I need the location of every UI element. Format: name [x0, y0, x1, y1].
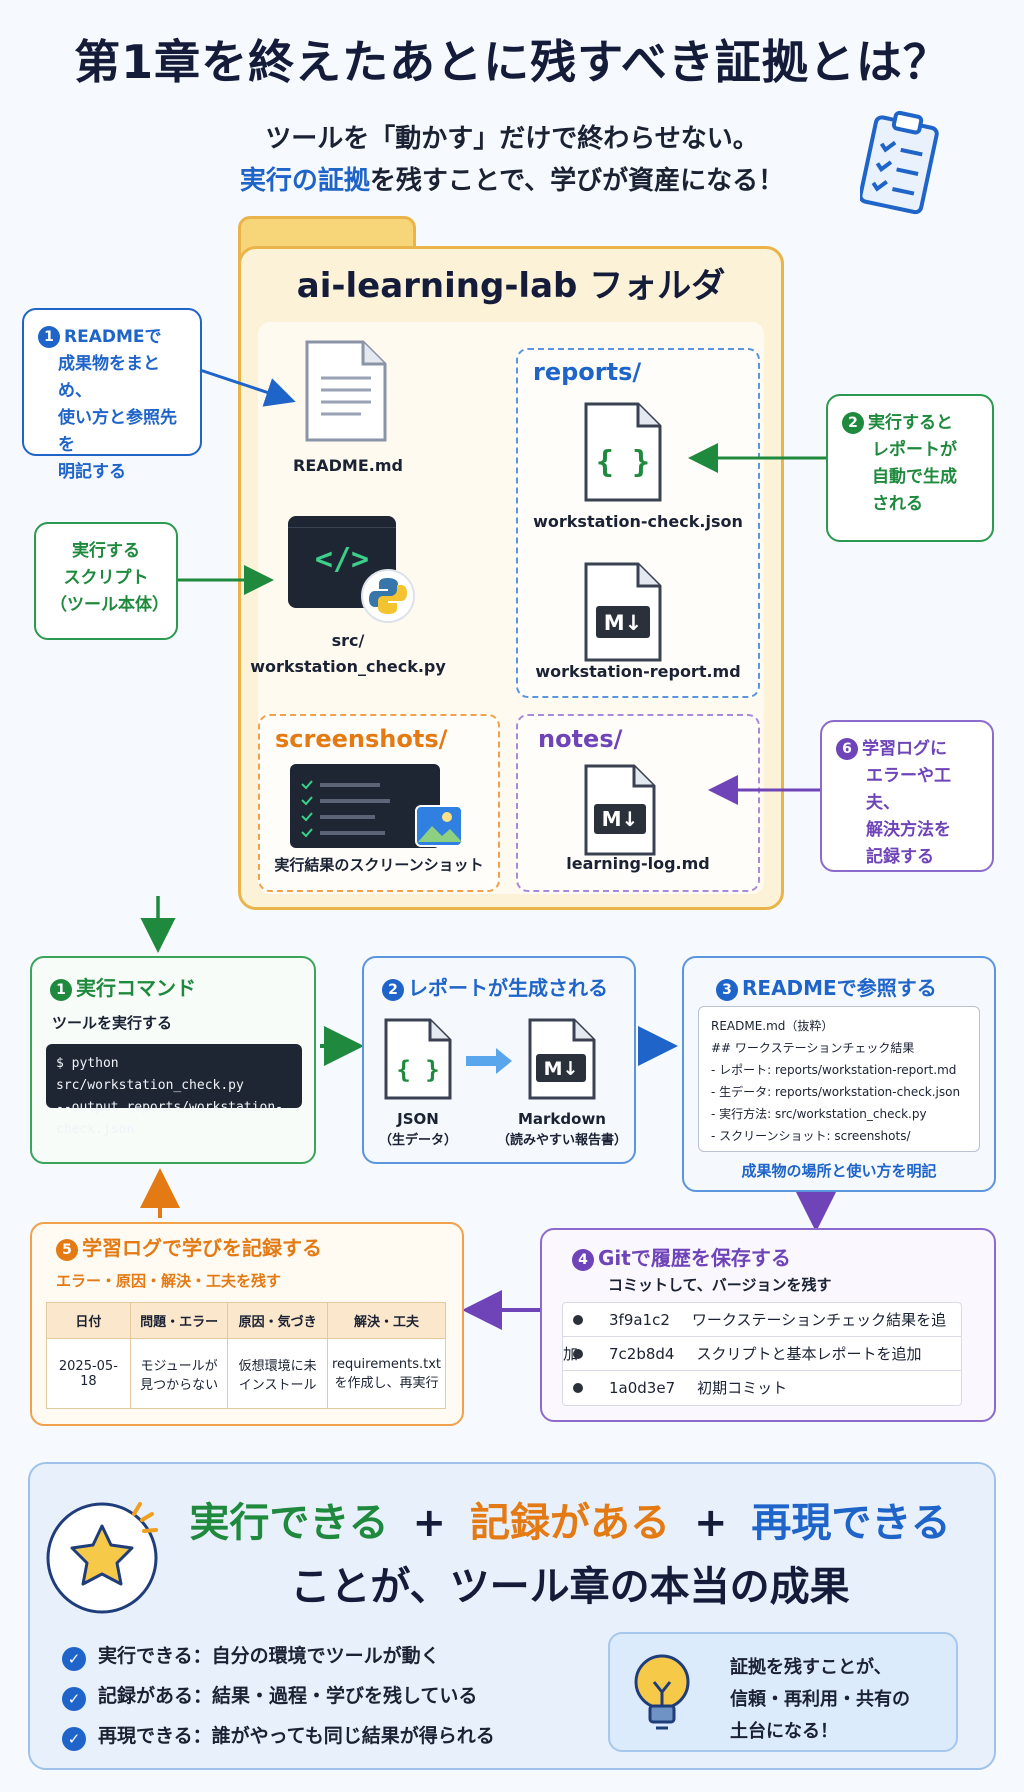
subtitle: ツールを「動かす」だけで終わらせない。: [265, 124, 759, 154]
check-icon: ✓: [62, 1647, 86, 1671]
connector-arrows: [140, 368, 836, 1330]
readme-file-icon: [305, 340, 387, 442]
json-glyph: { }: [596, 445, 650, 480]
reports-md-label: workstation-report.md: [535, 662, 741, 681]
code-glyph: </>: [314, 542, 370, 577]
command-line-2: --output reports/workstation-check.json: [56, 1100, 283, 1137]
folder-title: ai-learning-lab フォルダ: [296, 266, 726, 306]
image-icon: [415, 805, 463, 847]
step4-desc: コミットして、バージョンを残す: [608, 1276, 832, 1294]
svg-text:M↓: M↓: [602, 807, 639, 831]
page-title: 第1章を終えたあとに残すべき証拠とは？: [74, 35, 950, 89]
step2-md-label: Markdown（読みやすい報告書）: [496, 1110, 627, 1148]
step2-json-icon: { }: [384, 1018, 452, 1100]
svg-text:{ }: { }: [396, 1056, 439, 1084]
learning-log-table: 日付 問題・エラー 原因・気づき 解決・工夫 2025-05-18 モジュールが…: [46, 1302, 447, 1409]
command-terminal: $ python src/workstation_check.py --outp…: [46, 1044, 302, 1137]
src-file-label: src/workstation_check.py: [250, 631, 446, 676]
step2-md-icon: M↓: [528, 1018, 596, 1100]
summary-subheadline: ことが、ツール章の本当の成果: [290, 1564, 850, 1610]
table-header: 解決・工夫: [326, 1302, 447, 1339]
subtitle-highlight: 実行の証拠: [239, 166, 370, 196]
check-item: ✓実行できる：自分の環境でツールが動く: [62, 1636, 495, 1676]
check-item: ✓再現できる：誰がやっても同じ結果が得られる: [62, 1716, 495, 1756]
table-cell: 仮想環境に未インストール: [227, 1338, 328, 1409]
step5-desc: エラー・原因・解決・工夫を残す: [56, 1272, 282, 1290]
table-cell: 2025-05-18: [46, 1338, 131, 1409]
subtitle-2: 実行の証拠を残すことで、学びが資産になる！: [0, 160, 1024, 197]
md-file-icon: M↓: [584, 562, 662, 662]
json-file-icon: { }: [584, 402, 662, 502]
table-header: 問題・エラー: [129, 1302, 229, 1339]
check-icon: ✓: [62, 1687, 86, 1711]
notes-label: notes/: [538, 725, 623, 753]
check-item: ✓記録がある：結果・過程・学びを残している: [62, 1676, 495, 1716]
notes-file-label: learning-log.md: [566, 854, 710, 873]
summary-checklist: ✓実行できる：自分の環境でツールが動く ✓記録がある：結果・過程・学びを残してい…: [62, 1636, 495, 1756]
md-glyph: M↓: [604, 611, 643, 635]
learning-log-file-icon: M↓: [584, 764, 656, 856]
reports-label: reports/: [533, 358, 642, 386]
readme-excerpt: README.md（抜粋） ## ワークステーションチェック結果 - レポート:…: [698, 1006, 980, 1152]
screenshots-label: screenshots/: [275, 725, 448, 753]
python-icon: [361, 569, 415, 623]
reports-json-label: workstation-check.json: [533, 512, 743, 531]
table-header: 日付: [46, 1302, 131, 1339]
screenshots-caption: 実行結果のスクリーンショット: [274, 856, 484, 874]
star-badge-icon: [46, 1502, 158, 1614]
readme-file-label: README.md: [293, 456, 403, 475]
screenshot-thumbnail: [290, 764, 440, 848]
table-header: 原因・気づき: [227, 1302, 328, 1339]
table-cell: モジュールが見つからない: [129, 1338, 229, 1409]
subtitle-rest: を残すことで、学びが資産になる！: [369, 166, 785, 196]
lightbulb-icon: [634, 1654, 690, 1730]
tip-text: 証拠を残すことが、 信頼・再利用・共有の 土台になる！: [730, 1657, 910, 1742]
step2-arrow: [466, 1048, 512, 1074]
clipboard-icon: [860, 110, 939, 215]
summary-headline: 実行できる + 記録がある + 再現できる: [189, 1500, 951, 1546]
check-icon: ✓: [62, 1727, 86, 1751]
table-cell: requirements.txtを作成し、再実行: [326, 1338, 447, 1409]
svg-text:M↓: M↓: [544, 1058, 579, 1080]
step1-desc: ツールを実行する: [52, 1014, 173, 1032]
step3-caption: 成果物の場所と使い方を明記: [741, 1162, 937, 1180]
command-line-1: $ python src/workstation_check.py: [56, 1056, 244, 1093]
step2-json-label: JSON（生データ）: [378, 1110, 457, 1148]
callout-script: 実行する スクリプト （ツール本体）: [34, 522, 178, 640]
